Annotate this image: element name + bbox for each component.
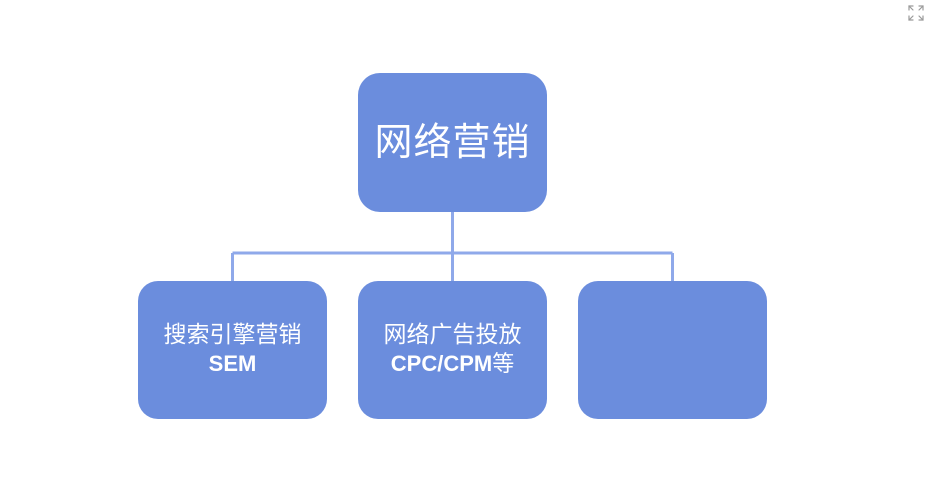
child-node-label-line1: 网络广告投放 <box>383 322 522 349</box>
child-node-empty <box>578 281 767 419</box>
child-node-ads: 网络广告投放 CPC/CPM等 <box>358 281 547 419</box>
child-node-label-line2: CPC/CPM等 <box>390 351 515 378</box>
child-node-label-line2: SEM <box>208 351 257 377</box>
child-node-sem: 搜索引擎营销 SEM <box>138 281 327 419</box>
root-node: 网络营销 <box>358 73 547 212</box>
child-node-label-line1: 搜索引擎营销 <box>163 322 302 349</box>
expand-button[interactable] <box>906 3 926 23</box>
expand-icon <box>908 5 924 21</box>
root-node-label: 网络营销 <box>374 119 531 164</box>
